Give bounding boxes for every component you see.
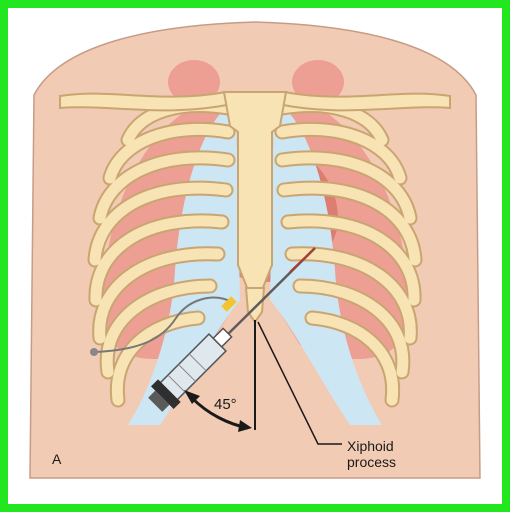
angle-label: 45° xyxy=(214,397,237,413)
xiphoid-label-line1: Xiphoid xyxy=(347,438,396,454)
xiphoid-label: Xiphoid process xyxy=(347,438,396,470)
tubing-connector xyxy=(90,348,98,356)
panel-letter: A xyxy=(52,451,61,467)
xiphoid-label-line2: process xyxy=(347,454,396,470)
